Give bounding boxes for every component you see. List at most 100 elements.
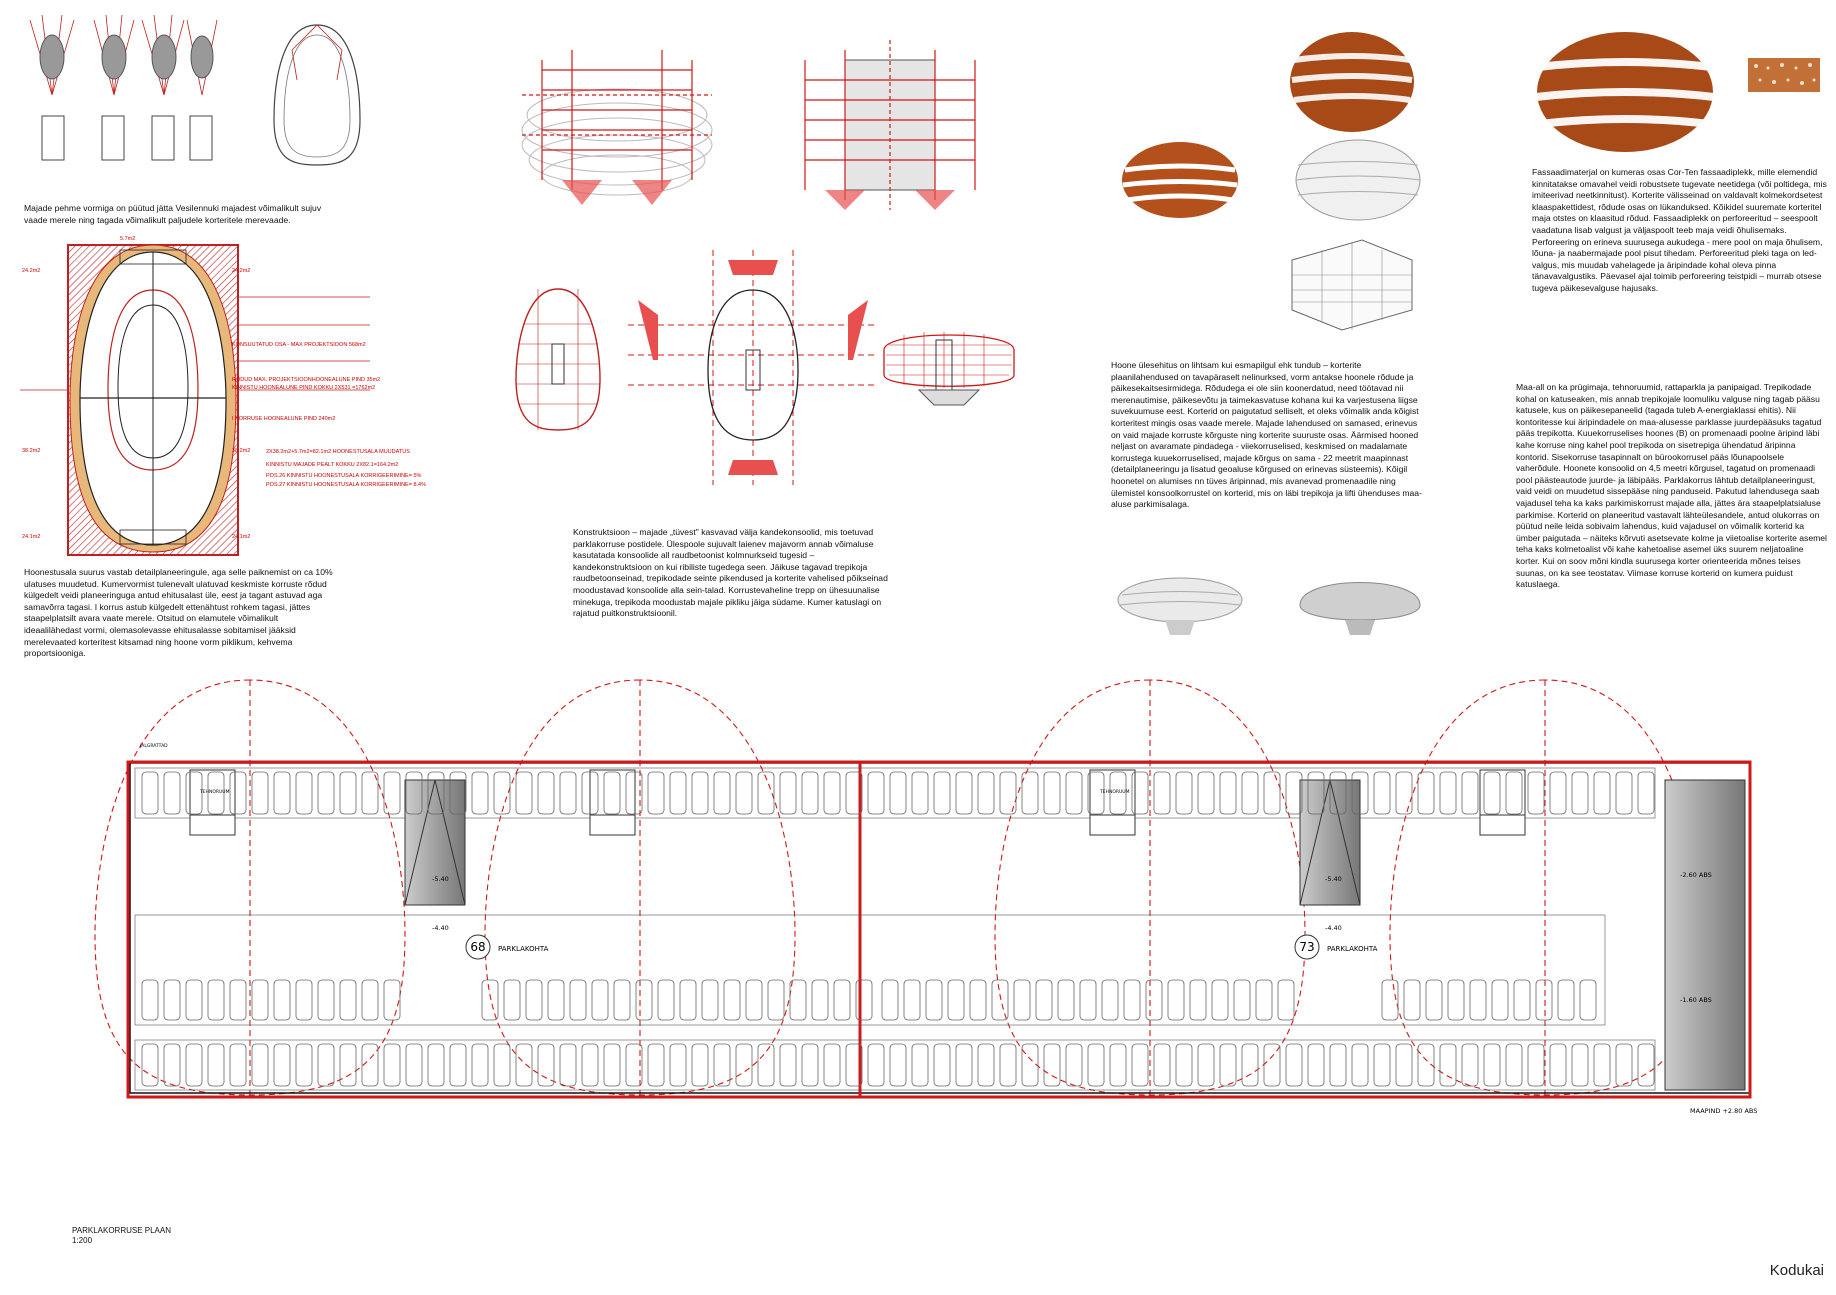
parking-car	[889, 771, 907, 815]
parking-car	[1263, 1043, 1281, 1087]
parking-car	[1021, 771, 1039, 815]
parking-car	[1219, 771, 1237, 815]
parking-car	[1167, 979, 1185, 1021]
parking-car	[471, 1043, 489, 1087]
parking-car	[691, 771, 709, 815]
parking-car	[745, 979, 763, 1021]
right-count-label: PARKLAKOHTA	[1327, 945, 1378, 953]
parking-car	[515, 771, 533, 815]
note-pos27: POS.27 KINNISTU HOONESTUSALA KORRIGEERIM…	[266, 482, 427, 488]
parking-car	[251, 1043, 269, 1087]
parking-car	[1131, 771, 1149, 815]
perforation-sample	[1748, 58, 1820, 92]
parking-car	[515, 1043, 533, 1087]
parking-car	[603, 771, 621, 815]
parking-car	[273, 979, 291, 1021]
parking-car	[525, 979, 543, 1021]
parking-car	[1145, 979, 1163, 1021]
render-white-2	[1299, 582, 1421, 635]
parking-car	[185, 1043, 203, 1087]
parking-car	[767, 979, 785, 1021]
parking-car	[657, 979, 675, 1021]
parking-car	[1637, 771, 1655, 815]
note-left-bottom: 24.1m2	[22, 534, 41, 540]
egg-outlines	[94, 679, 1701, 1096]
note-right-bottom: 24.1m2	[232, 534, 251, 540]
parking-car	[141, 979, 159, 1021]
render-corten-facade	[1535, 32, 1715, 152]
parking-car	[229, 979, 247, 1021]
parking-car	[1065, 1043, 1083, 1087]
parking-car	[559, 771, 577, 815]
left-count: 68	[470, 940, 485, 954]
parking-car	[999, 771, 1017, 815]
note-right-mid: 38.2m2	[232, 448, 251, 454]
render-corten-small	[1122, 142, 1238, 218]
render-wireframe	[1291, 239, 1413, 331]
parking-car	[1469, 979, 1487, 1021]
parking-car	[163, 1043, 181, 1087]
parking-car	[251, 771, 269, 815]
parking-car	[1109, 771, 1127, 815]
parking-car	[251, 979, 269, 1021]
parking-car	[1013, 979, 1031, 1021]
parking-car	[833, 979, 851, 1021]
parking-car	[361, 979, 379, 1021]
parking-car	[163, 771, 181, 815]
parking-car	[1351, 771, 1369, 815]
parking-car	[867, 771, 885, 815]
note-first-floor: I KORRUSE HOONEALUNE PIND 240m2	[232, 416, 336, 422]
parking-floor-plan: 68 PARKLAKOHTA 73 PARKLAKOHTA -5.40 -5.4…	[94, 679, 1757, 1115]
parking-car	[1579, 979, 1597, 1021]
parking-car	[1491, 979, 1509, 1021]
parking-car	[1175, 1043, 1193, 1087]
elev-lower-right: -4.40	[1325, 924, 1342, 932]
parking-car	[1197, 1043, 1215, 1087]
parking-car	[569, 979, 587, 1021]
parking-car	[1373, 771, 1391, 815]
parking-car	[317, 1043, 335, 1087]
parking-car	[811, 979, 829, 1021]
render-corten-large	[1290, 32, 1414, 132]
parking-car	[273, 1043, 291, 1087]
parking-car	[1065, 771, 1083, 815]
parking-car	[823, 1043, 841, 1087]
plan-title-block: PARKLAKORRUSE PLAAN 1:200	[72, 1226, 171, 1246]
parking-car	[581, 771, 599, 815]
parking-car	[1255, 979, 1273, 1021]
parking-car	[903, 979, 921, 1021]
tech-room-left: TEHNORUUM	[199, 789, 230, 795]
parking-car	[163, 979, 181, 1021]
parking-car	[1021, 1043, 1039, 1087]
plan-scale: 1:200	[72, 1236, 93, 1245]
parking-car	[339, 979, 357, 1021]
parking-car	[713, 1043, 731, 1087]
parking-car	[1513, 979, 1531, 1021]
parking-car	[669, 771, 687, 815]
parking-car	[933, 771, 951, 815]
parking-car	[207, 771, 225, 815]
parking-car	[383, 1043, 401, 1087]
parking-car	[581, 1043, 599, 1087]
parking-car	[405, 771, 423, 815]
parking-car	[1123, 979, 1141, 1021]
parking-car	[1447, 979, 1465, 1021]
parking-car	[855, 979, 873, 1021]
building-area-text: Hoonestusala suurus vastab detailplaneer…	[24, 567, 333, 659]
parking-car	[991, 979, 1009, 1021]
parking-car	[635, 979, 653, 1021]
parking-car	[1197, 771, 1215, 815]
parking-car	[1439, 771, 1457, 815]
parking-car	[229, 771, 247, 815]
parking-car	[1505, 1043, 1523, 1087]
parking-car	[911, 1043, 929, 1087]
parking-car	[1483, 1043, 1501, 1087]
parking-car	[559, 1043, 577, 1087]
parking-car	[1153, 771, 1171, 815]
parking-car	[481, 979, 499, 1021]
parking-car	[1043, 771, 1061, 815]
parking-car	[1593, 1043, 1611, 1087]
parking-car	[493, 1043, 511, 1087]
parking-car	[503, 979, 521, 1021]
parking-car	[1277, 979, 1295, 1021]
